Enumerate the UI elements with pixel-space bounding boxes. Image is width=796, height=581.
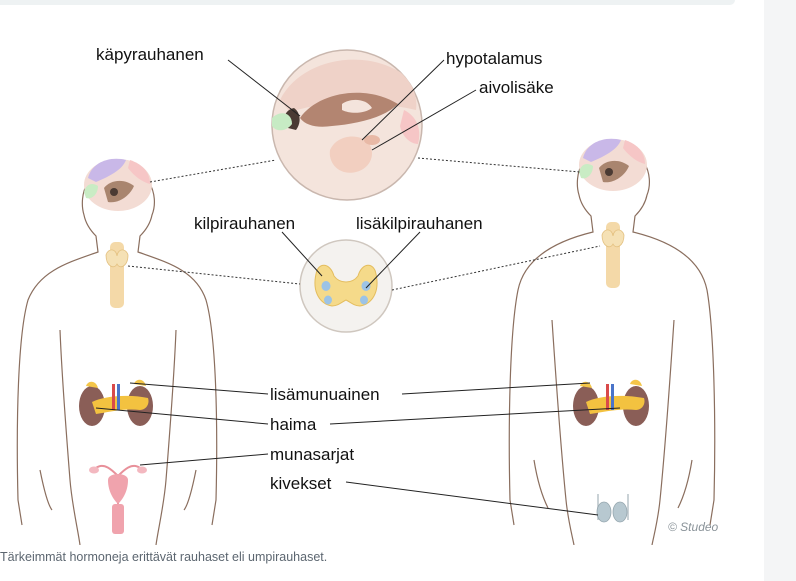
male-body-outline — [508, 144, 716, 545]
label-pituitary: aivolisäke — [479, 78, 554, 97]
label-adrenal: lisämunuainen — [270, 385, 380, 404]
female-reproductive — [89, 464, 147, 534]
thyroid-zoom-circle — [299, 239, 393, 333]
figure-caption: Tärkeimmät hormoneja erittävät rauhaset … — [0, 550, 328, 564]
label-parathyroid: lisäkilpirauhanen — [356, 214, 483, 233]
label-thyroid: kilpirauhanen — [194, 214, 295, 233]
female-brain — [84, 158, 152, 211]
male-abdominal-glands — [573, 379, 649, 426]
endocrine-diagram: käpyrauhanen hypotalamus aivolisäke kilp… — [16, 45, 719, 545]
top-divider — [0, 0, 735, 5]
image-credit: © Studeo — [668, 520, 719, 534]
label-ovaries: munasarjat — [270, 445, 354, 464]
male-brain — [579, 138, 647, 191]
zoom-connectors — [127, 157, 601, 291]
male-thyroid — [601, 222, 625, 288]
female-thyroid — [105, 242, 129, 308]
label-pineal: käpyrauhanen — [96, 45, 204, 64]
side-panel — [764, 0, 796, 581]
leader-lines — [95, 59, 621, 516]
male-testes — [596, 494, 629, 523]
brain-zoom-circle — [271, 49, 423, 201]
label-pancreas: haima — [270, 415, 317, 434]
label-hypothalamus: hypotalamus — [446, 49, 542, 68]
label-testes: kivekset — [270, 474, 332, 493]
female-body-outline — [16, 164, 218, 545]
female-abdominal-glands — [79, 379, 153, 426]
